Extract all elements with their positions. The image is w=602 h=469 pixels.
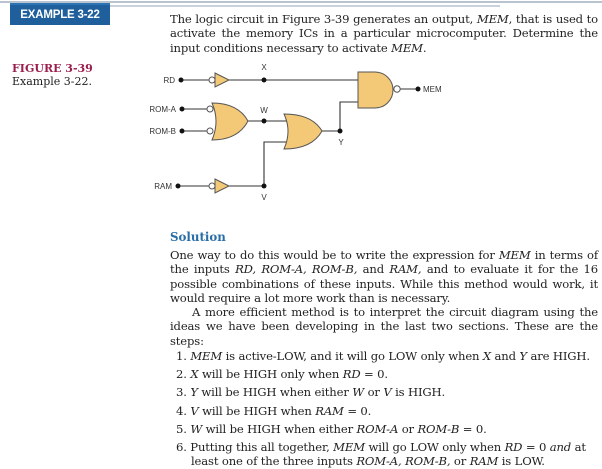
italic-term: RD [342,367,361,382]
text-run: will be HIGH when [198,403,316,418]
text-run: in terms of the inputs [170,248,598,277]
italic-term: Y [190,385,198,400]
label-rd: RD [163,76,175,85]
inversion-bubble [208,76,216,84]
figure-number: FIGURE 3-39 [12,62,93,75]
label-v: V [261,193,267,202]
or-gate-w [211,102,249,141]
step-item: 3. Y will be HIGH when either W or V is … [176,383,596,401]
text-run: = 0. [360,367,388,382]
inverter-ram-gate [214,178,231,194]
label-mem: MEM [423,85,442,94]
italic-term: MEM [391,40,423,55]
text-run: 5. [176,421,191,436]
italic-term: MEM [498,248,531,262]
label-w: W [260,106,268,115]
italic-term: RD [504,440,523,455]
figure-caption: FIGURE 3-39 Example 3-22. [12,62,93,88]
italic-term: ROM-A [356,421,399,436]
text-run: 2. [176,367,191,382]
wire-rom-inputs [182,108,207,132]
text-run: and [491,349,520,363]
text-run: is active-LOW, and it will go LOW only w… [222,349,483,363]
step-item: 6. Putting this all together, MEM will g… [176,440,596,469]
inversion-bubble [393,85,401,93]
italic-term: Y [519,349,527,363]
solution-steps-list: 1. MEM is active-LOW, and it will go LOW… [176,347,596,469]
label-rom-b: ROM-B [149,127,176,136]
inverter-rd-gate [214,72,231,88]
inversion-bubble [208,182,216,190]
text-run: will be HIGH when either [202,421,357,436]
text-run: or [398,421,418,436]
text-run: are HIGH. [526,349,590,363]
label-rom-a: ROM-A [149,105,176,114]
text-run: . [422,40,427,55]
text-run: = 0. [343,403,372,418]
nand-gate-mem [357,71,394,109]
step-item: 2. X will be HIGH only when RD = 0. [176,365,596,383]
or-gate-y [283,113,323,150]
text-run: 3. [176,385,191,400]
figure-caption-text: Example 3-22. [12,75,92,88]
problem-statement: The logic circuit in Figure 3-39 generat… [170,12,598,55]
text-run: 4. [176,403,191,418]
text-run: will be HIGH only when [198,367,343,382]
inversion-bubble [206,127,214,135]
text-run: One way to do this would be to write the… [170,248,499,262]
text-run: A more efficient method is to interpret … [170,305,598,348]
text-run: is LOW. [498,454,545,469]
text-run: 6. Putting this all together, [176,440,334,455]
text-run: or [364,385,384,400]
italic-term: W [190,421,203,436]
solution-heading: Solution [170,230,226,244]
italic-term: V [190,403,199,418]
italic-term: RD, ROM-A, ROM-B, [235,262,358,277]
text-run: 1. [176,349,191,363]
italic-term: MEM [190,349,223,363]
italic-term: MEM [333,440,365,455]
label-ram: RAM [154,182,172,191]
inversion-bubble [206,105,214,113]
italic-term: RAM [469,454,499,469]
text-run: is HIGH. [391,385,445,400]
text-run: will be HIGH when either [197,385,353,400]
italic-term: ROM-A, ROM-B, [356,454,451,469]
label-x: X [261,63,267,72]
solution-paragraph-1: One way to do this would be to write the… [170,248,598,305]
text-run: The logic circuit in Figure 3-39 generat… [170,12,477,26]
text-run: = 0. [459,421,487,436]
top-rule-secondary [110,5,500,7]
italic-term: RAM [315,403,344,418]
text-run: = 0 [522,440,550,455]
junction-dots [175,77,421,189]
wires [178,79,418,187]
text-run: , that is used to activate the memory IC… [170,12,599,55]
italic-term: V [383,385,392,400]
wire-v [263,141,290,186]
wire-y [322,101,358,132]
top-rule [0,1,602,3]
text-run: will go LOW only when [364,440,505,455]
text-run: at least one of the three inputs [191,440,586,469]
label-y: Y [338,138,344,147]
step-item: 4. V will be HIGH when RAM = 0. [176,402,596,420]
italic-term: MEM [476,12,509,26]
italic-term: W [352,385,365,400]
italic-term: RAM, [389,262,422,277]
text-run: and to evaluate it for the 16 possible c… [170,262,598,305]
step-item: 5. W will be HIGH when either ROM-A or R… [176,420,596,438]
italic-term: X [482,349,491,363]
italic-term: ROM-B [417,421,460,436]
italic-term: X [190,367,199,382]
step-item: 1. MEM is active-LOW, and it will go LOW… [176,347,596,365]
solution-paragraph-2: A more efficient method is to interpret … [170,305,598,348]
text-run: or [450,454,470,469]
text-run: and [357,262,390,277]
gates [206,71,401,194]
italic-term: and [549,440,572,455]
example-badge: EXAMPLE 3-22 [10,3,110,25]
